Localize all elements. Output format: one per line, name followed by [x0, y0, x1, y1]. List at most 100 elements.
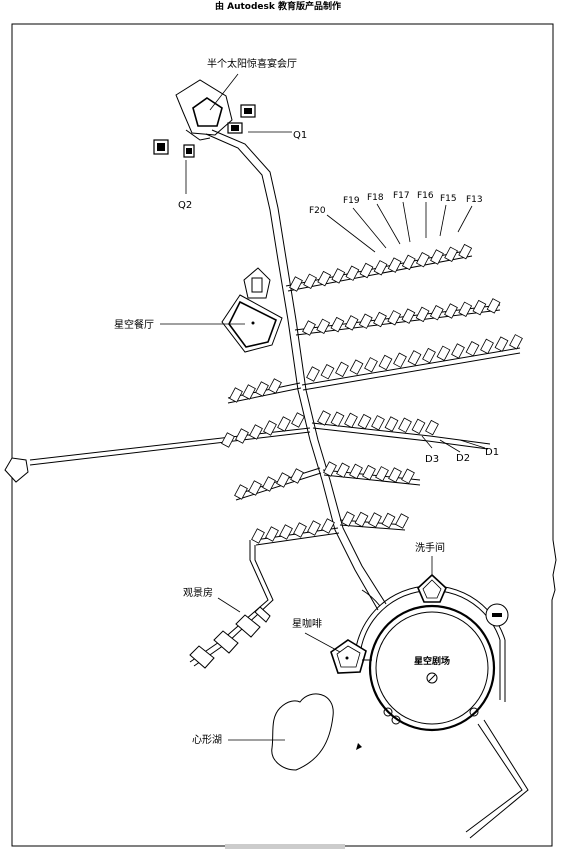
villa-hut[interactable]: [317, 270, 332, 287]
villa-hut[interactable]: [263, 420, 277, 436]
star-restaurant[interactable]: [221, 267, 283, 353]
villa-hut[interactable]: [265, 526, 279, 542]
villa-hut[interactable]: [378, 354, 393, 371]
villa-hut[interactable]: [411, 418, 426, 435]
star-cafe[interactable]: [330, 639, 372, 674]
building-q1[interactable]: [227, 104, 256, 134]
villa-hut[interactable]: [425, 419, 439, 436]
villa-hut[interactable]: [401, 468, 415, 484]
villa-hut[interactable]: [344, 412, 358, 429]
villa-hut[interactable]: [373, 260, 388, 276]
villa-hut[interactable]: [335, 361, 349, 378]
villa-hut[interactable]: [416, 251, 430, 268]
villa-hut[interactable]: [359, 262, 374, 279]
villa-hut[interactable]: [262, 476, 276, 492]
villa-hut[interactable]: [354, 511, 369, 528]
villa-hut[interactable]: [302, 320, 316, 336]
villa-hut[interactable]: [381, 512, 396, 529]
villa-hut[interactable]: [458, 243, 473, 260]
villa-hut[interactable]: [387, 310, 402, 326]
north-marker: [356, 743, 362, 750]
villa-hut[interactable]: [293, 522, 307, 538]
round-kiosk[interactable]: [485, 603, 509, 627]
villa-hut[interactable]: [268, 378, 282, 394]
building-q2[interactable]: [153, 139, 195, 158]
star-theater[interactable]: [353, 585, 506, 732]
villa-hut[interactable]: [290, 468, 304, 484]
villa-hut[interactable]: [395, 513, 409, 529]
villa-hut[interactable]: [248, 480, 262, 496]
villa-hut[interactable]: [358, 313, 373, 329]
villa-hut[interactable]: [279, 524, 293, 540]
banquet-hall[interactable]: [175, 79, 233, 141]
villa-hut[interactable]: [323, 461, 337, 477]
villa-hut[interactable]: [307, 520, 321, 536]
villa-hut[interactable]: [401, 254, 416, 271]
villa-hut[interactable]: [349, 463, 363, 480]
villa-hut[interactable]: [320, 363, 335, 380]
villa-hut[interactable]: [349, 359, 364, 375]
villa-hut[interactable]: [317, 410, 331, 426]
villa-hut[interactable]: [509, 334, 523, 350]
villa-hut[interactable]: [331, 268, 346, 284]
villa-hut[interactable]: [277, 416, 291, 432]
villa-hut[interactable]: [422, 347, 436, 364]
villa-hut[interactable]: [364, 357, 378, 373]
west-pavilion[interactable]: [4, 457, 29, 483]
villa-hut[interactable]: [330, 316, 345, 333]
villa-hut[interactable]: [384, 416, 399, 432]
villa-hut[interactable]: [330, 411, 345, 427]
restroom-building[interactable]: [417, 573, 447, 603]
villa-hut[interactable]: [316, 318, 331, 335]
villa-hut[interactable]: [221, 432, 235, 448]
villa-hut[interactable]: [229, 387, 243, 403]
villa-hut[interactable]: [255, 381, 269, 397]
villa-hut[interactable]: [276, 472, 290, 488]
villa-hut[interactable]: [251, 528, 265, 544]
villa-hut[interactable]: [373, 311, 387, 328]
villa-hut[interactable]: [429, 304, 444, 321]
villa-hut[interactable]: [398, 417, 412, 433]
villa-huts[interactable]: [221, 243, 523, 544]
villa-hut[interactable]: [444, 303, 458, 319]
villa-hut[interactable]: [401, 308, 416, 324]
villa-hut[interactable]: [289, 276, 303, 292]
view-rooms[interactable]: [189, 606, 271, 669]
label-f18: F18: [367, 193, 384, 203]
villa-hut[interactable]: [368, 512, 382, 528]
villa-hut[interactable]: [472, 299, 487, 316]
villa-hut[interactable]: [242, 384, 256, 400]
villa-hut[interactable]: [357, 413, 372, 430]
villa-hut[interactable]: [249, 424, 263, 440]
villa-hut[interactable]: [430, 249, 444, 265]
villa-hut[interactable]: [486, 298, 501, 314]
villa-hut[interactable]: [362, 464, 376, 481]
villa-hut[interactable]: [387, 257, 402, 273]
villa-hut[interactable]: [436, 345, 451, 362]
villa-hut[interactable]: [494, 336, 509, 352]
villa-hut[interactable]: [303, 273, 317, 290]
villa-hut[interactable]: [451, 343, 465, 359]
villa-hut[interactable]: [371, 415, 385, 431]
heart-lake[interactable]: [271, 693, 334, 771]
villa-hut[interactable]: [458, 301, 473, 318]
villa-hut[interactable]: [291, 412, 305, 428]
villa-hut[interactable]: [321, 518, 335, 534]
villa-hut[interactable]: [234, 484, 248, 500]
villa-hut[interactable]: [465, 340, 480, 357]
villa-hut[interactable]: [393, 352, 407, 368]
villa-hut[interactable]: [375, 466, 389, 482]
villa-hut[interactable]: [336, 462, 350, 478]
villa-hut[interactable]: [306, 366, 320, 382]
villa-hut[interactable]: [341, 511, 355, 527]
villa-hut[interactable]: [345, 265, 360, 281]
villa-hut[interactable]: [235, 428, 249, 444]
villa-hut[interactable]: [344, 315, 359, 331]
label-f19: F19: [343, 196, 360, 206]
villa-hut[interactable]: [415, 306, 430, 323]
villa-hut[interactable]: [444, 246, 458, 263]
villa-hut[interactable]: [480, 338, 494, 355]
villa-hut[interactable]: [407, 350, 422, 366]
villa-hut[interactable]: [388, 467, 402, 483]
